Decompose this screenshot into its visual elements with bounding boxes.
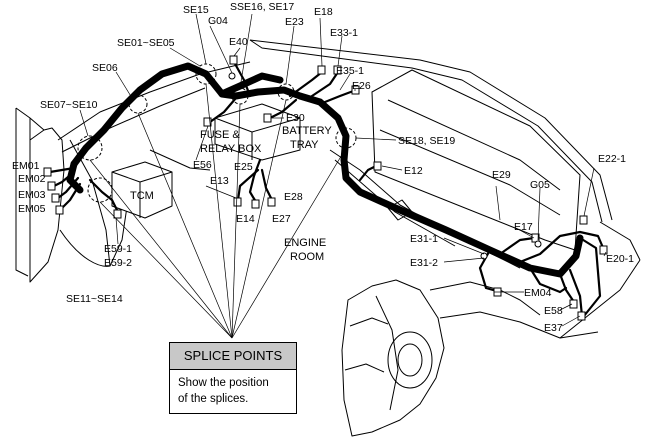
label-e26: E26 xyxy=(352,80,371,92)
label-em01: EM01 xyxy=(12,160,40,172)
connector-em03 xyxy=(51,193,60,203)
label-engine-room-line2: ROOM xyxy=(290,251,324,263)
label-e29: E29 xyxy=(492,169,511,181)
label-e14: E14 xyxy=(236,213,255,225)
label-battery-tray-line1: BATTERY xyxy=(282,125,332,137)
label-se06: SE06 xyxy=(92,62,118,74)
label-e37: E37 xyxy=(544,322,563,334)
label-g04: G04 xyxy=(208,15,228,27)
branch-wires xyxy=(48,60,606,318)
label-sse16-se17: SSE16, SE17 xyxy=(230,1,294,13)
label-e30: E30 xyxy=(286,112,305,124)
label-tcm: TCM xyxy=(130,190,154,202)
label-e40: E40 xyxy=(229,36,248,48)
label-se15: SE15 xyxy=(183,4,209,16)
label-em02: EM02 xyxy=(18,173,46,185)
connector-e13 xyxy=(233,197,242,207)
connector-e31 xyxy=(480,252,488,260)
label-e56: E56 xyxy=(193,159,212,171)
label-se01-se05: SE01~SE05 xyxy=(117,37,175,49)
connector-em01 xyxy=(43,167,52,177)
label-e33-1: E33-1 xyxy=(330,27,358,39)
label-e28: E28 xyxy=(284,191,303,203)
label-se18-se19: SE18, SE19 xyxy=(398,135,455,147)
legend-line-2: of the splices. xyxy=(178,393,249,405)
connector-e58 xyxy=(569,299,578,309)
legend-description: Show the position of the splices. xyxy=(178,375,290,407)
splice-se07-se10 xyxy=(77,135,103,161)
connector-e12 xyxy=(373,161,382,171)
label-e31-1: E31-1 xyxy=(410,233,438,245)
label-e20-1: E20-1 xyxy=(606,253,634,265)
label-e58: E58 xyxy=(544,305,563,317)
connector-e30 xyxy=(263,113,272,123)
connector-em02 xyxy=(47,181,56,191)
label-e17: E17 xyxy=(514,221,533,233)
connector-e18 xyxy=(333,65,342,75)
label-e59-2: E59-2 xyxy=(104,257,132,269)
connector-e22-1 xyxy=(579,215,588,225)
label-fuse-relay-box-line1: FUSE & xyxy=(200,129,240,141)
label-e35-1: E35-1 xyxy=(336,65,364,77)
connector-e37 xyxy=(577,311,586,321)
leader-lines xyxy=(79,13,607,339)
ground-g04 xyxy=(228,72,236,80)
splice-se11-se14 xyxy=(87,177,113,203)
legend-line-1: Show the position xyxy=(178,377,269,389)
component-labels: SE15 SSE16, SE17 E23 E18 G04 E40 E33-1 S… xyxy=(12,1,634,334)
ground-g05 xyxy=(534,240,542,248)
connector-em05 xyxy=(55,205,64,215)
legend-title: SPLICE POINTS xyxy=(170,343,296,370)
connector-e27 xyxy=(267,197,276,207)
label-e12: E12 xyxy=(404,165,423,177)
label-e27: E27 xyxy=(272,213,291,225)
label-e18: E18 xyxy=(314,6,333,18)
label-engine-room-line1: ENGINE xyxy=(284,237,326,249)
label-se07-se10: SE07~SE10 xyxy=(40,99,98,111)
label-se11-se14: SE11~SE14 xyxy=(66,293,123,305)
label-em05: EM05 xyxy=(18,203,46,215)
label-g05: G05 xyxy=(530,179,550,191)
connector-e23 xyxy=(317,65,326,75)
connector-e56 xyxy=(203,117,212,127)
splice-points-legend: SPLICE POINTS Show the position of the s… xyxy=(169,342,297,414)
connector-e14 xyxy=(251,199,260,209)
connector-e20-1 xyxy=(599,245,608,255)
connector-e40 xyxy=(229,55,238,65)
label-e13: E13 xyxy=(210,175,229,187)
vehicle-body-outline xyxy=(15,39,641,437)
label-e31-2: E31-2 xyxy=(410,257,438,269)
label-battery-tray-line2: TRAY xyxy=(290,139,319,151)
splice-se06 xyxy=(128,94,148,114)
label-e22-1: E22-1 xyxy=(598,153,626,165)
label-fuse-relay-box-line2: RELAY BOX xyxy=(200,143,262,155)
label-e23: E23 xyxy=(285,16,304,28)
label-e25: E25 xyxy=(234,161,253,173)
label-em03: EM03 xyxy=(18,189,46,201)
label-em04: EM04 xyxy=(524,287,552,299)
connector-e59 xyxy=(113,209,122,219)
label-e59-1: E59-1 xyxy=(104,243,132,255)
